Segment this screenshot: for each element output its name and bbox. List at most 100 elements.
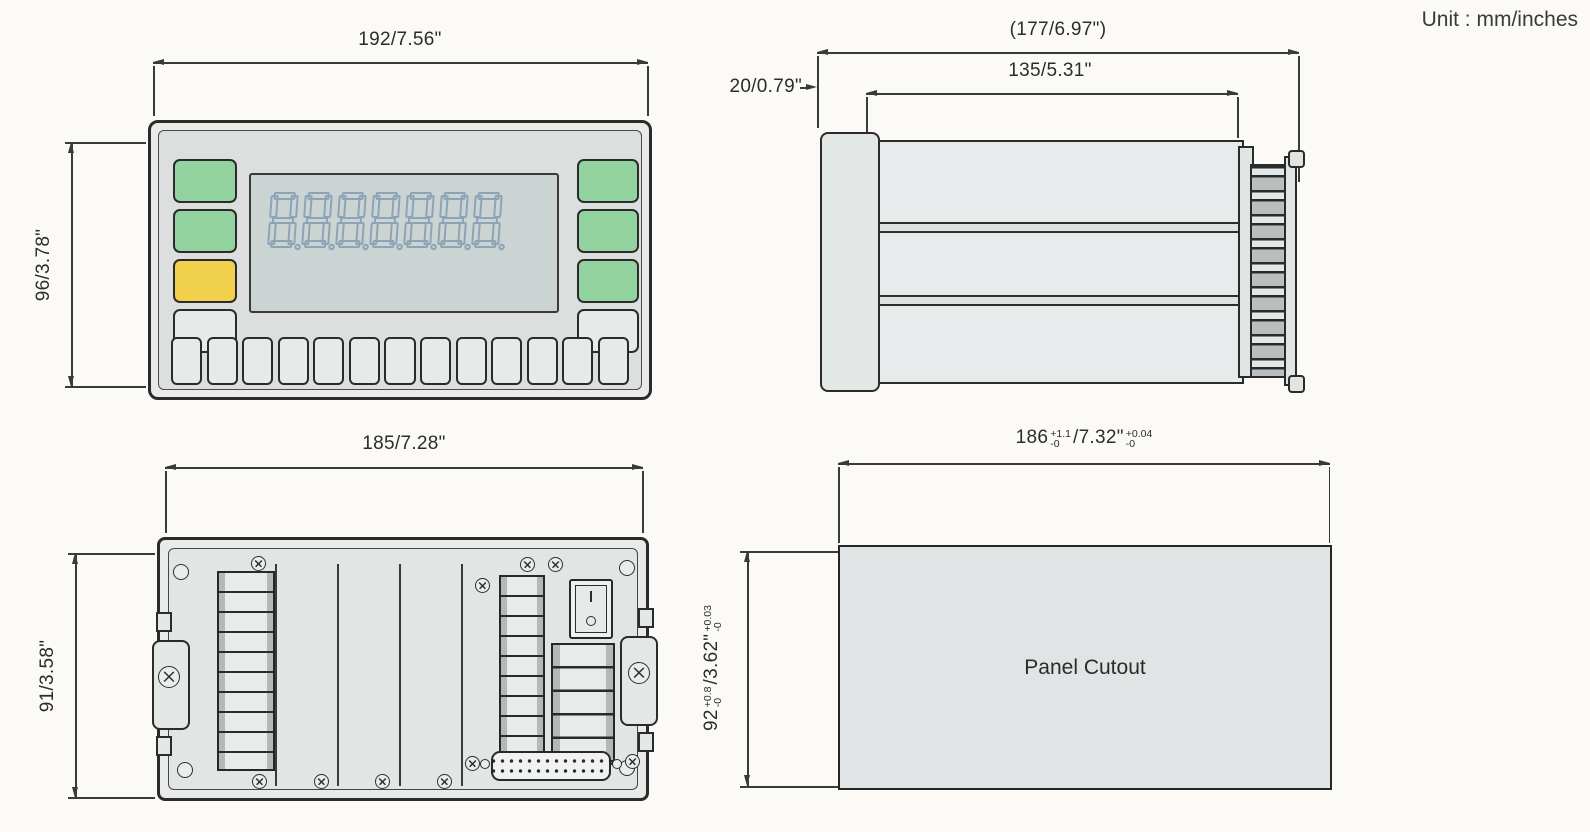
cutout-width-in: 7.32" — [1078, 427, 1124, 448]
front-key-yellow — [173, 259, 237, 303]
front-function-key — [277, 337, 309, 385]
front-height-dimension: 96/3.78" — [33, 228, 54, 302]
extension-line — [165, 471, 167, 533]
arrow-right-icon — [637, 59, 648, 65]
arrow-right-icon — [1288, 48, 1299, 55]
display-digit — [470, 192, 509, 251]
arrow-left-icon — [153, 59, 164, 65]
corner-hole — [177, 762, 193, 778]
front-function-key — [597, 337, 630, 385]
front-function-key — [384, 337, 416, 385]
power-switch-rocker — [575, 585, 607, 633]
extension-line — [68, 553, 155, 555]
leader-line — [800, 87, 808, 89]
cutout-height-dimension: 92+0.8-0/3.62"+0.03-0 — [701, 603, 724, 731]
arrow-down-icon — [71, 787, 78, 798]
tolerance-plus: +0.04 — [1125, 428, 1153, 440]
mounting-tab — [638, 732, 654, 752]
arrow-left-icon — [866, 89, 877, 96]
display-digit — [334, 192, 373, 251]
terminal-block-io — [499, 575, 545, 757]
tolerance-minus: -0 — [712, 697, 724, 708]
slot-divider — [337, 564, 339, 786]
cutout-height-in: 3.62" — [701, 633, 722, 679]
rear-height-dimension: 91/3.58" — [37, 639, 58, 713]
dimension-line — [75, 553, 77, 798]
front-function-key — [526, 337, 558, 385]
terminal-cover-bar — [1284, 156, 1297, 386]
unit-note: Unit : mm/inches — [1421, 8, 1578, 31]
extension-line — [1298, 56, 1300, 182]
cutout-height-mm: 92 — [701, 709, 722, 731]
extension-line — [740, 786, 838, 788]
side-case-depth-dimension: 135/5.31" — [1008, 60, 1092, 81]
extension-line — [642, 471, 644, 533]
extension-line — [68, 797, 155, 799]
extension-line — [1328, 467, 1330, 543]
arrow-up-icon — [743, 551, 750, 562]
mounting-tab — [156, 736, 172, 756]
tolerance-minus: -0 — [1125, 438, 1136, 450]
front-key-green — [577, 209, 639, 253]
arrow-right-icon — [1319, 459, 1330, 466]
side-case-body — [874, 140, 1244, 384]
corner-hole — [173, 564, 189, 580]
front-case — [148, 120, 652, 400]
arrow-right-icon — [806, 83, 817, 90]
front-key-green — [577, 159, 639, 203]
mounting-tab — [156, 612, 172, 632]
cutout-width-mm: 186 — [1015, 427, 1049, 448]
bottom-key-row — [171, 337, 630, 385]
front-function-key — [206, 337, 238, 385]
slot-divider — [399, 564, 401, 786]
extension-line — [866, 97, 868, 134]
extension-line — [817, 56, 819, 128]
arrow-up-icon — [71, 553, 78, 564]
extension-line — [647, 66, 649, 116]
tolerance-minus: -0 — [712, 622, 724, 632]
arrow-right-icon — [1227, 89, 1238, 96]
side-bezel-depth-dimension: 20/0.79" — [729, 76, 802, 97]
front-key-green — [173, 159, 237, 203]
arrow-down-icon — [67, 376, 74, 387]
case-groove — [876, 295, 1238, 306]
right-key-column — [577, 159, 639, 353]
terminal-screw-tip — [1288, 375, 1305, 393]
arrow-up-icon — [67, 142, 74, 153]
dimension-line — [165, 467, 643, 469]
seven-segment-display — [249, 173, 559, 313]
extension-line — [740, 551, 838, 553]
front-function-key — [348, 337, 380, 385]
dimension-line — [866, 93, 1238, 95]
tolerance-plus: +1.1 — [1050, 428, 1071, 440]
arrow-down-icon — [743, 775, 750, 786]
case-groove — [876, 222, 1238, 233]
connector-hole — [612, 759, 622, 769]
front-function-key — [455, 337, 487, 385]
connector-hole — [480, 759, 490, 769]
dimension-line — [747, 551, 749, 786]
slot-divider — [461, 564, 463, 786]
cutout-width-dimension: 186+1.1-0/7.32"+0.04-0 — [1016, 427, 1155, 449]
dimension-line — [71, 142, 73, 387]
arrow-left-icon — [817, 48, 828, 55]
extension-line — [65, 142, 146, 144]
front-width-dimension: 192/7.56" — [358, 29, 442, 50]
tolerance-minus: -0 — [1050, 438, 1060, 450]
display-digit — [300, 192, 339, 251]
terminal-screw-tip — [1288, 150, 1305, 168]
separator: / — [1072, 427, 1079, 448]
dimension-line — [817, 52, 1299, 54]
dimension-line — [838, 463, 1330, 465]
slot-divider — [275, 564, 277, 786]
arrow-left-icon — [165, 463, 176, 470]
terminal-block-load-cell — [217, 571, 275, 771]
panel-cutout-label: Panel Cutout — [1024, 655, 1146, 679]
display-digit — [436, 192, 475, 251]
extension-line — [838, 467, 840, 543]
front-function-key — [313, 337, 345, 385]
dsub-connector — [491, 751, 611, 781]
rear-width-dimension: 185/7.28" — [362, 433, 446, 454]
arrow-right-icon — [632, 463, 643, 470]
front-function-key — [171, 337, 203, 385]
